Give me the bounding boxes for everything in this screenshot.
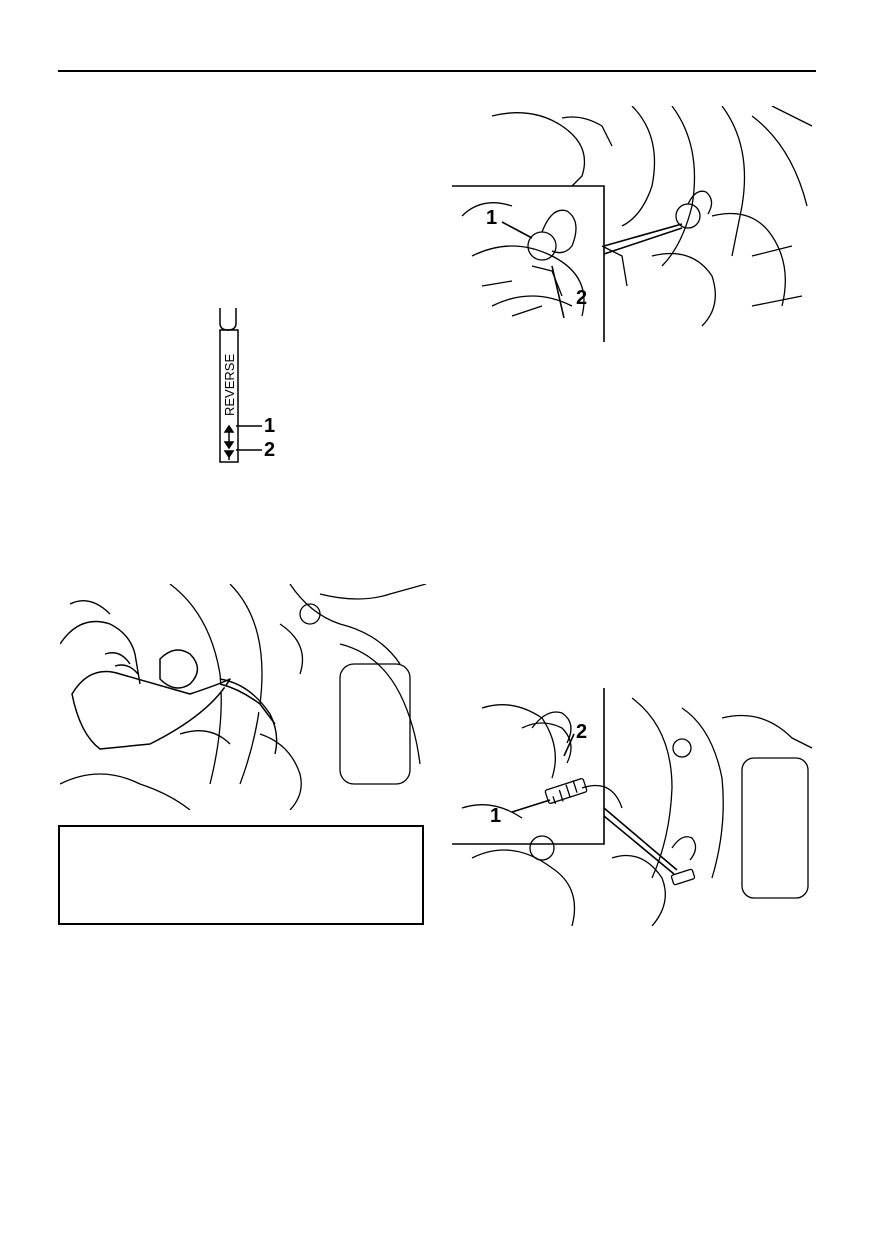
dipstick-figure: REVERSE 1 2 bbox=[200, 308, 300, 468]
note-box bbox=[58, 825, 424, 925]
top-figure-callout-2: 2 bbox=[576, 287, 587, 309]
bottom-figure-callout-2: 2 bbox=[576, 721, 587, 743]
engine-figure-bottom: 1 2 bbox=[452, 688, 814, 926]
oil-pouring-figure bbox=[60, 584, 426, 810]
dipstick-callout-2: 2 bbox=[264, 439, 275, 461]
top-figure-callout-1: 1 bbox=[486, 207, 497, 229]
engine-figure-top: 1 2 bbox=[452, 106, 814, 344]
dipstick-callout-1: 1 bbox=[264, 415, 275, 437]
dipstick-label: REVERSE bbox=[222, 354, 237, 416]
header-rule bbox=[58, 70, 816, 72]
bottom-figure-callout-1: 1 bbox=[490, 805, 501, 827]
